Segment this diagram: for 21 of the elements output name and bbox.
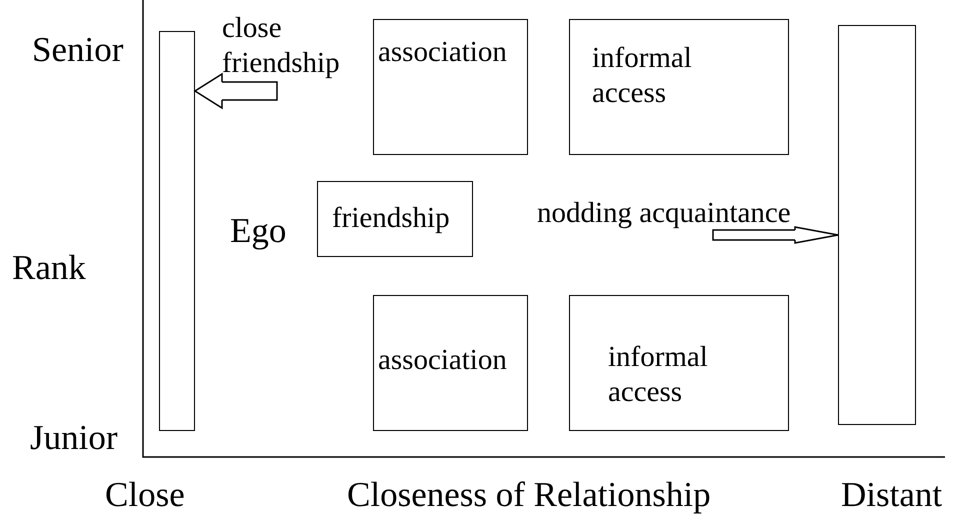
range-bar (838, 25, 916, 425)
category-box (373, 295, 528, 431)
range-bar (159, 31, 195, 431)
category-box (373, 19, 528, 155)
axis-label: Junior (30, 418, 118, 458)
axis-label: Distant (841, 475, 942, 515)
arrow-caption: close friendship (222, 11, 346, 82)
axis-label: Close (105, 475, 185, 515)
box-label: friendship (332, 201, 451, 236)
ego-label: Ego (230, 211, 286, 251)
axis-title: Closeness of Relationship (347, 475, 711, 515)
axis-title: Rank (12, 248, 86, 288)
category-box (569, 19, 789, 155)
box-label: association (378, 343, 508, 378)
category-box (317, 181, 473, 257)
axis-label: Senior (32, 30, 124, 70)
arrow-caption: nodding acquaintance (537, 196, 795, 230)
box-label: informal access (608, 340, 709, 410)
box-label: informal access (592, 41, 693, 111)
category-box (569, 295, 789, 431)
box-label: association (378, 35, 508, 70)
